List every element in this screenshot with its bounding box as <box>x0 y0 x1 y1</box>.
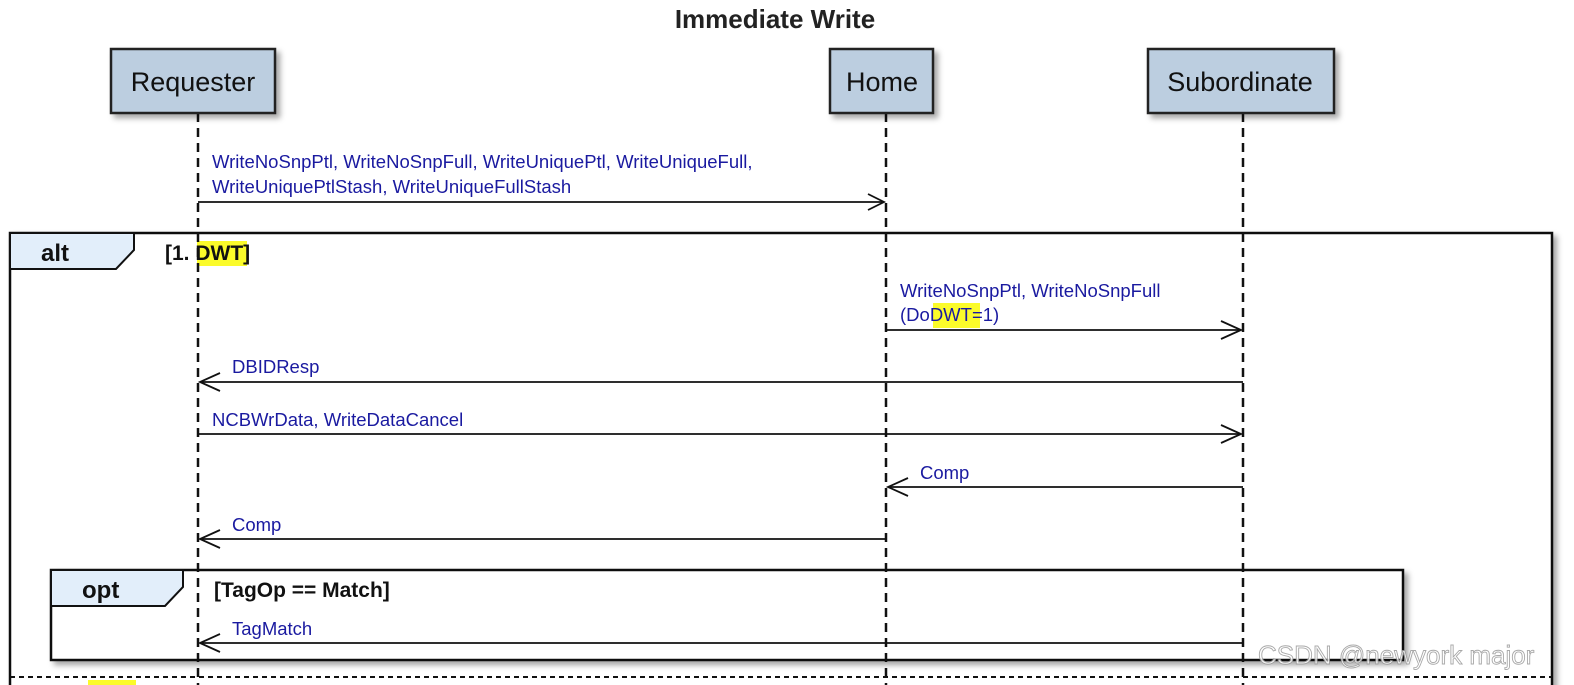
opt-frame-guard: [TagOp == Match] <box>214 579 390 602</box>
message-tagmatch: TagMatch <box>197 618 1243 653</box>
opt-frame-tab <box>50 569 184 607</box>
message-label: Comp <box>232 514 281 535</box>
message-comp-home-req: Comp <box>197 514 886 549</box>
message-write-dwt: WriteNoSnpPtl, WriteNoSnpFull (DoDWT=1) <box>886 280 1244 340</box>
dwt-highlight <box>933 303 980 328</box>
else-guard-highlight <box>88 680 136 685</box>
message-label: Comp <box>920 462 969 483</box>
alt-frame-kind: alt <box>41 240 69 267</box>
arrowhead <box>867 193 887 211</box>
message-label: WriteUniquePtlStash, WriteUniqueFullStas… <box>212 176 571 197</box>
participant-home: Home <box>828 47 935 115</box>
opt-frame-kind: opt <box>82 577 119 604</box>
participant-label: Requester <box>131 67 256 97</box>
diagram-title: Immediate Write <box>675 4 875 34</box>
alt-frame-tab <box>9 232 135 270</box>
arrowhead <box>885 477 909 497</box>
message-label: WriteNoSnpPtl, WriteNoSnpFull, WriteUniq… <box>212 151 752 172</box>
participant-requester: Requester <box>109 47 277 115</box>
message-label: NCBWrData, WriteDataCancel <box>212 409 463 430</box>
arrowhead <box>197 633 221 653</box>
participant-subordinate: Subordinate <box>1146 47 1336 115</box>
participant-label: Home <box>846 67 918 97</box>
opt-frame: opt [TagOp == Match] <box>49 568 1405 662</box>
message-wrdata: NCBWrData, WriteDataCancel <box>198 409 1244 444</box>
alt-frame-guard: [1. DWT] <box>165 242 250 265</box>
message-label: (DoDWT=1) <box>900 304 999 325</box>
watermark: CSDN @newyork major <box>1258 640 1535 670</box>
message-label: WriteNoSnpPtl, WriteNoSnpFull <box>900 280 1160 301</box>
arrowhead <box>197 529 221 549</box>
opt-frame-border <box>49 568 1405 662</box>
participant-label: Subordinate <box>1167 67 1313 97</box>
arrowhead <box>1220 320 1244 340</box>
arrowhead <box>197 372 221 392</box>
message-label: DBIDResp <box>232 356 319 377</box>
arrowhead <box>1220 424 1244 444</box>
message-dbidresp: DBIDResp <box>197 356 1243 392</box>
message-label: TagMatch <box>232 618 312 639</box>
message-comp-sub-home: Comp <box>885 462 1243 497</box>
alt-guard-highlight <box>197 241 247 266</box>
message-write-request: WriteNoSnpPtl, WriteNoSnpFull, WriteUniq… <box>198 151 887 211</box>
